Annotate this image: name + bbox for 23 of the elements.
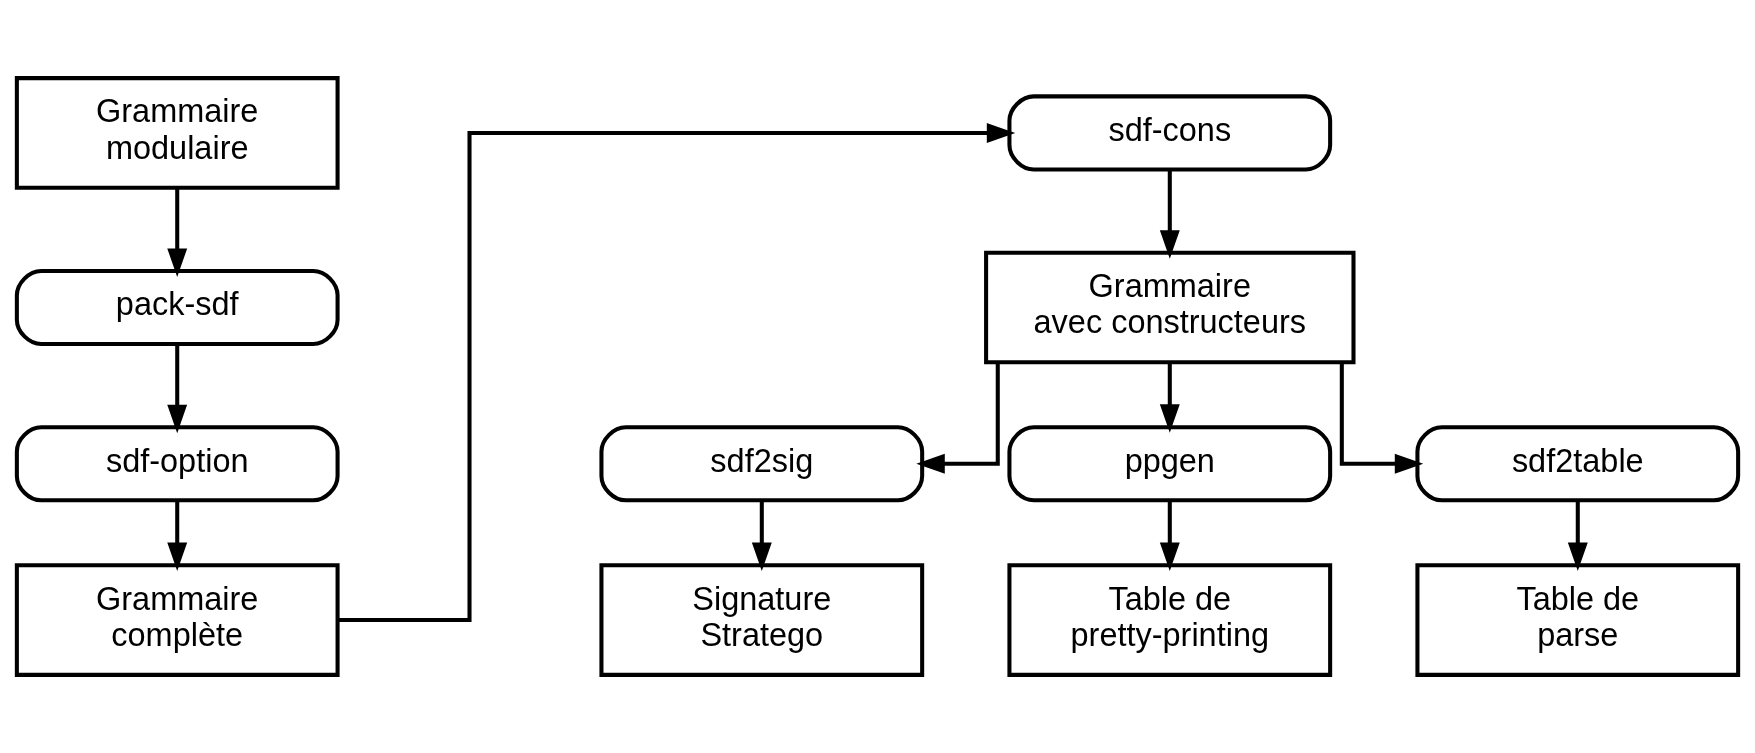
node-box: pack-sdf — [14, 268, 340, 347]
node-box: sdf-option — [14, 425, 340, 503]
arrow — [1159, 363, 1180, 433]
node-box: Grammaire complète — [14, 563, 340, 677]
node-box: sdf2sig — [599, 425, 925, 503]
arrow — [337, 122, 1016, 623]
node-box: sdf2table — [1415, 425, 1741, 503]
node-box: sdf-cons — [1007, 94, 1333, 172]
node-box: Table de parse — [1415, 563, 1741, 677]
arrow — [1159, 500, 1180, 572]
node-box: Grammaire modulaire — [14, 76, 340, 190]
arrow — [1339, 363, 1424, 474]
arrow — [751, 500, 772, 572]
arrow — [1159, 169, 1180, 259]
arrow — [167, 344, 188, 434]
arrow — [167, 500, 188, 572]
node-box: Signature Stratego — [599, 563, 925, 677]
node-box: Grammaire avec constructeurs — [984, 250, 1356, 365]
arrow — [167, 188, 188, 277]
node-box: ppgen — [1007, 425, 1333, 503]
arrow — [1567, 500, 1588, 572]
node-box: Table de pretty-printing — [1007, 563, 1333, 677]
arrow — [916, 363, 1000, 474]
